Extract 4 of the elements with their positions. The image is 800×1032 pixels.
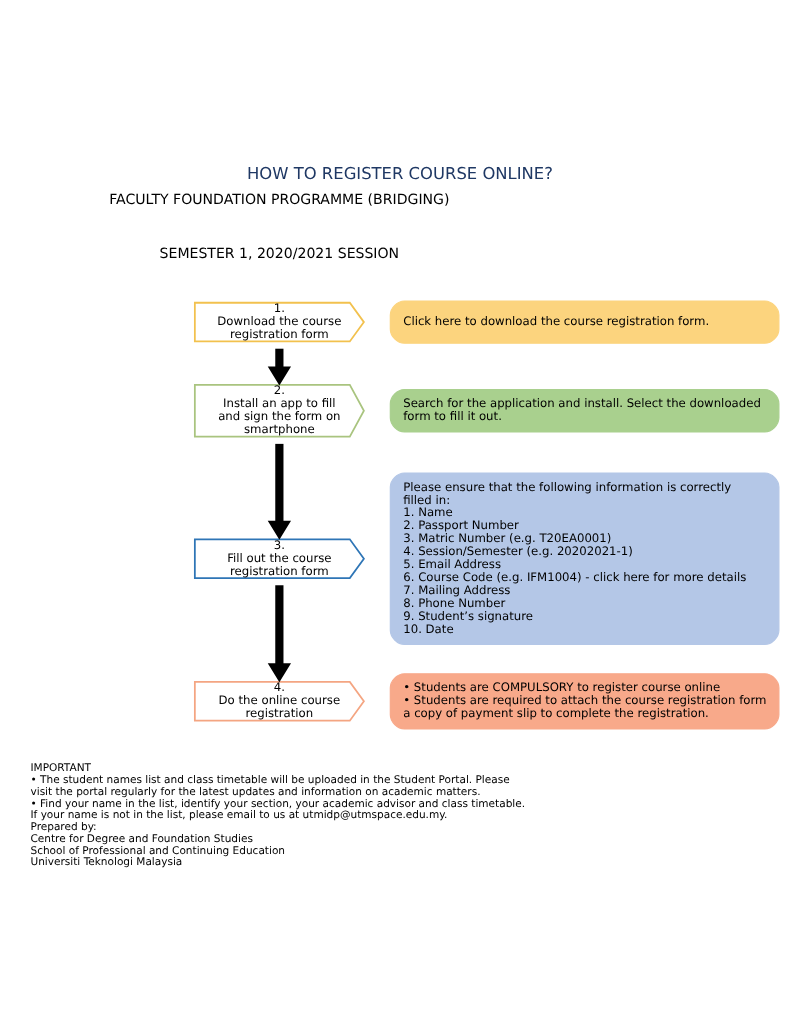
diagram-title: HOW TO REGISTER COURSE ONLINE?: [247, 161, 553, 182]
arrow: [267, 584, 292, 682]
arrow: [267, 347, 292, 385]
arrow: [267, 442, 292, 539]
